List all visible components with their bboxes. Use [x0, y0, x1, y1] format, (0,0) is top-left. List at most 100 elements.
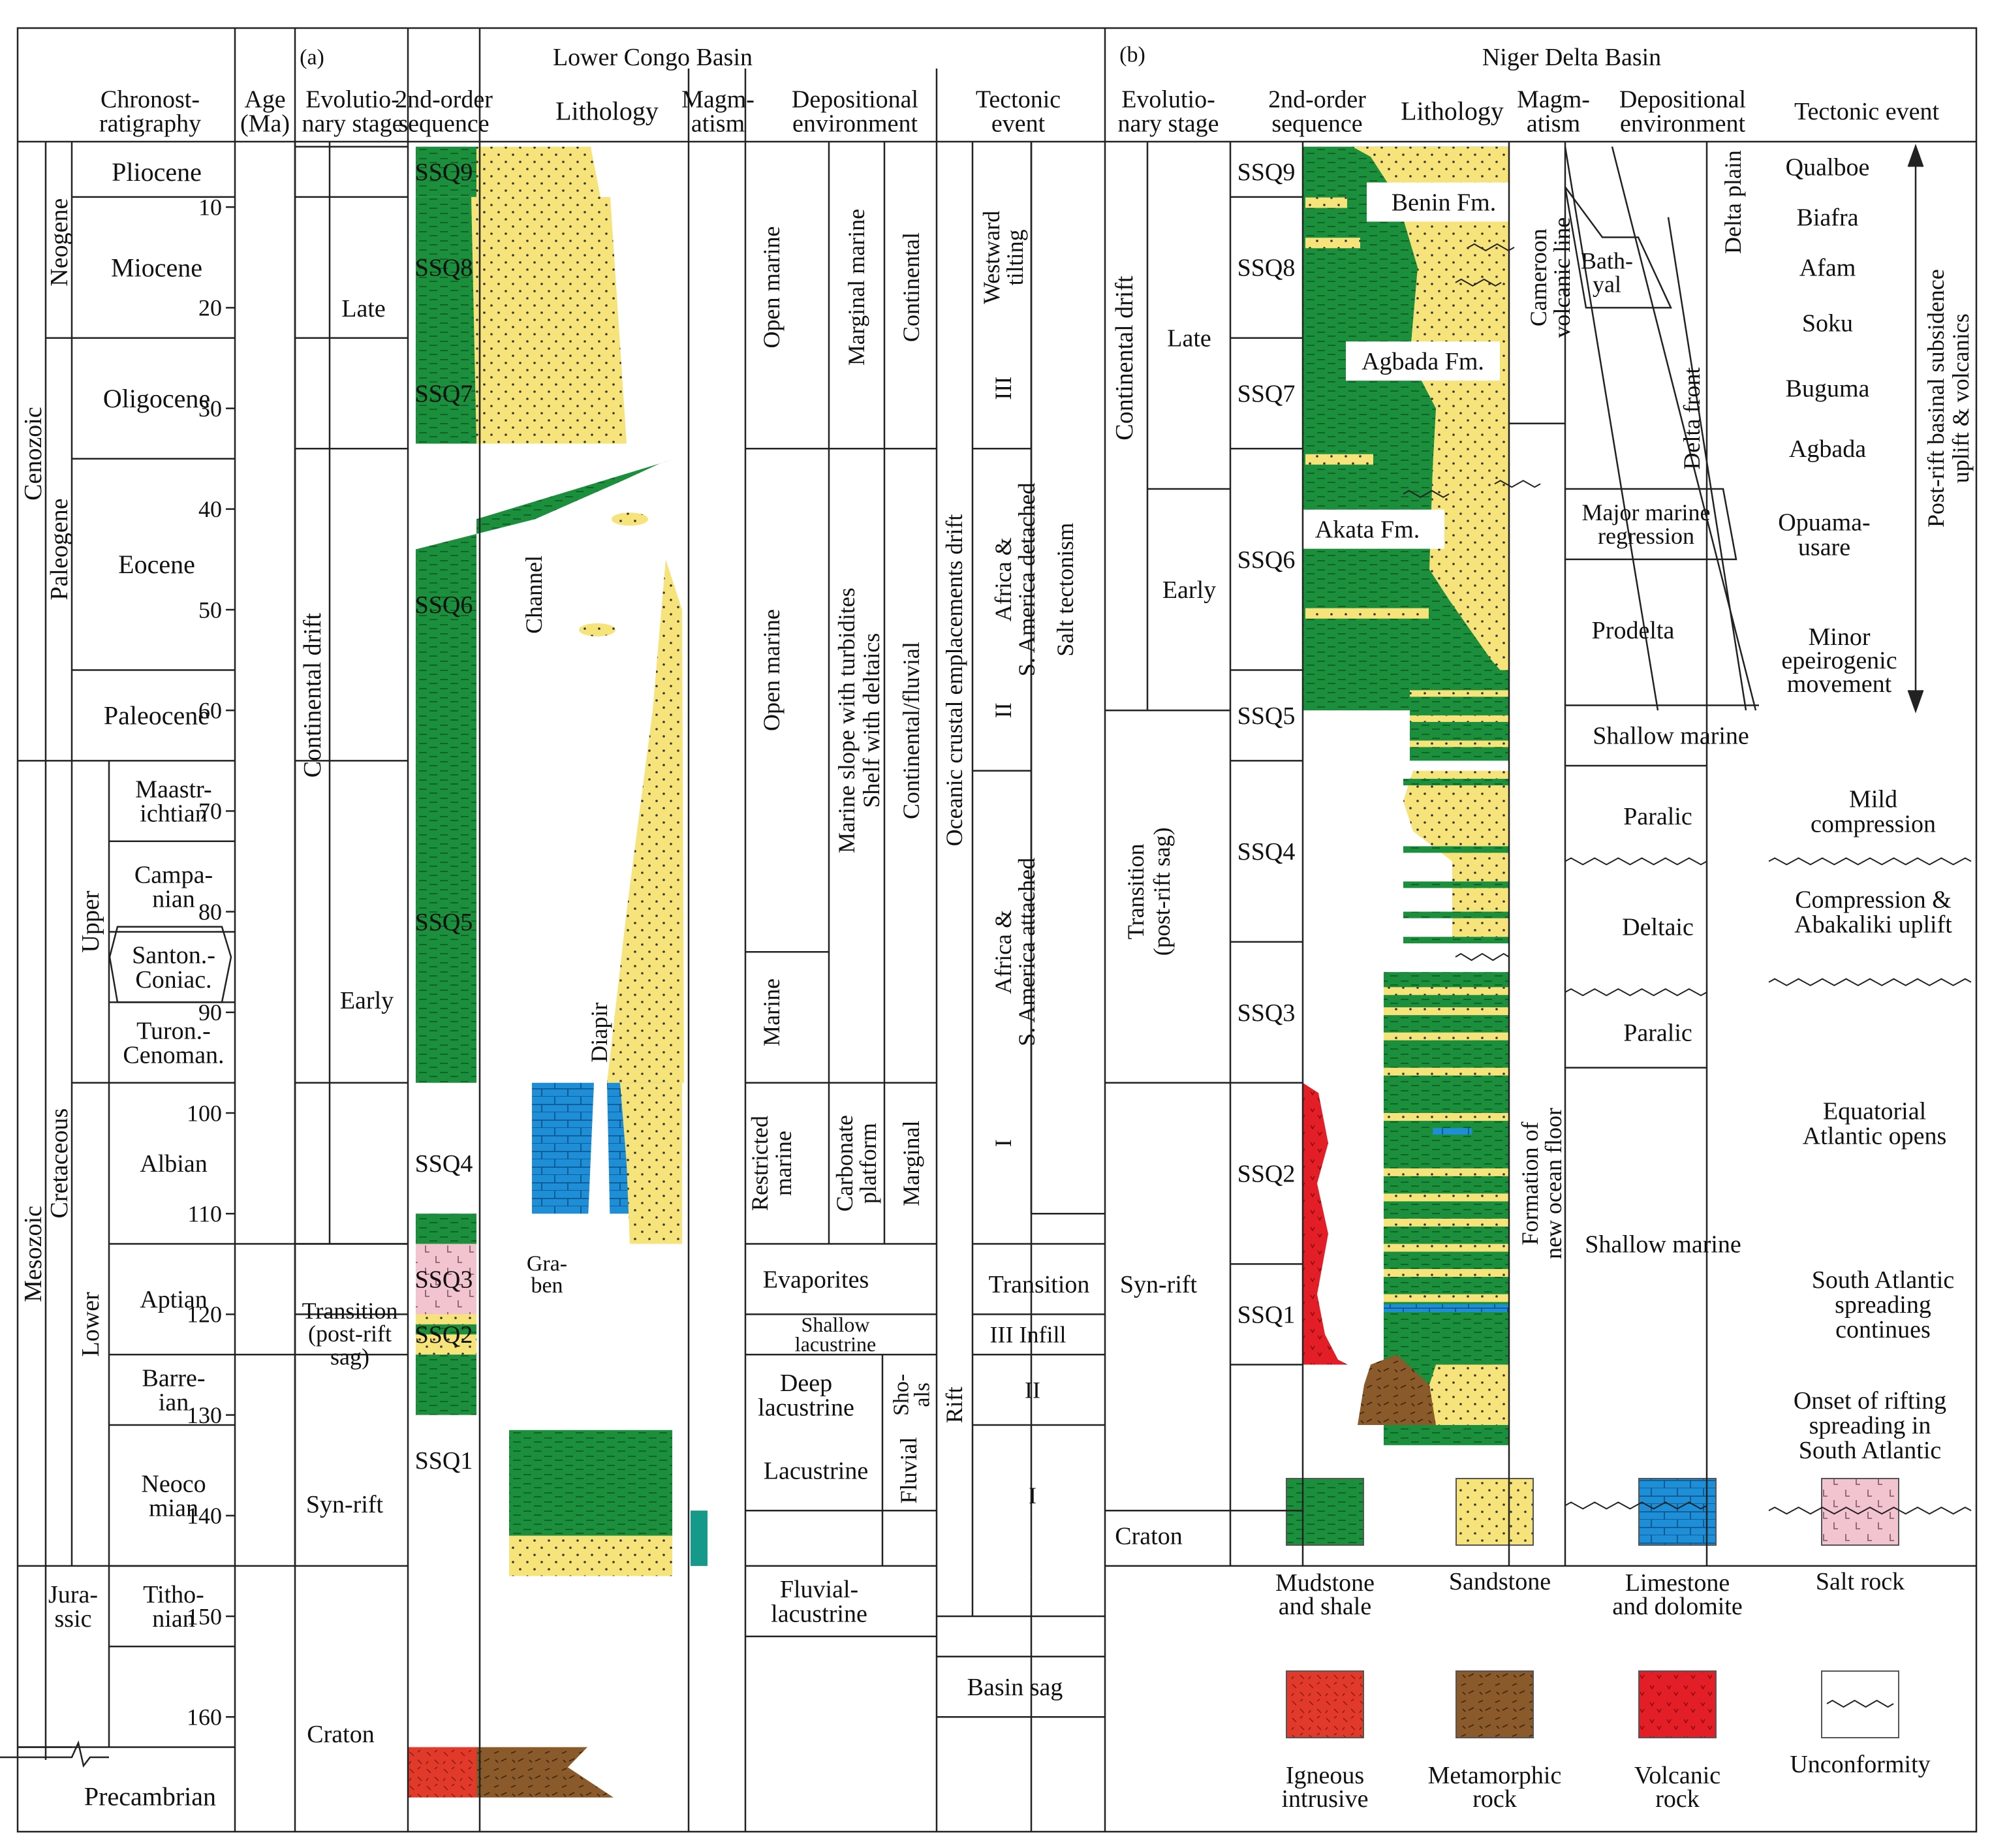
- stage-maastr: Maastr-ichtian: [135, 775, 211, 827]
- diapir-shape: [581, 719, 610, 1264]
- unconformity-b-sand: [1455, 278, 1502, 287]
- precambrian-label: Precambrian: [84, 1782, 216, 1811]
- stage-aptian: Aptian: [140, 1286, 207, 1313]
- epoch-paleocene: Paleocene: [104, 701, 210, 730]
- dep-marginal: Marginal: [898, 1120, 924, 1206]
- graben-label: Gra-ben: [527, 1252, 567, 1298]
- tec-arrow-down: [1907, 689, 1924, 713]
- lith-b-sand-layer: [1384, 987, 1509, 995]
- lith-b-mud-ssq4: [1403, 937, 1509, 944]
- stage-barre: Barre-ian: [142, 1364, 205, 1416]
- seq-b-ssq7: SSQ7: [1237, 380, 1296, 407]
- header-lith-b: Lithology: [1401, 97, 1504, 126]
- dep-open-marine-2: Open marine: [758, 609, 785, 731]
- unconformity-b-tec1: [1768, 857, 1972, 866]
- panel-a-letter: (a): [300, 46, 324, 70]
- lith-a-mud-ssq9: [416, 146, 476, 197]
- lith-a-sand-ssq1: [509, 1535, 672, 1576]
- lith-b-sand-ssq5: [1410, 715, 1509, 722]
- tec-event-soku: Soku: [1802, 309, 1853, 337]
- lith-a-metamorphic: [476, 1747, 614, 1798]
- dep-shoals: Sho-als: [890, 1374, 935, 1416]
- seq-b-ssq2: SSQ2: [1237, 1160, 1296, 1187]
- sand-lens: [501, 371, 537, 385]
- lith-a-mud-ssq1b: [509, 1430, 672, 1536]
- lith-b-sand-layer: [1384, 1294, 1509, 1302]
- unconformity-b-dep1: [1564, 857, 1707, 866]
- lith-b-sand-ssq5: [1410, 690, 1509, 697]
- dep-continental: Continental: [898, 232, 924, 342]
- epoch-pliocene: Pliocene: [112, 157, 202, 187]
- lith-b-sand-layer: [1384, 1113, 1509, 1121]
- tec-a-III: III: [990, 377, 1016, 400]
- lith-b-mud-ssq4: [1403, 779, 1509, 786]
- age-20: 20: [198, 295, 222, 321]
- precambrian-break: [37, 1740, 109, 1768]
- period-neogene: Neogene: [46, 198, 73, 287]
- lith-b-sand-layer: [1384, 1218, 1509, 1227]
- lith-b-metamorphic: [1358, 1355, 1436, 1426]
- tec-a-I: I: [990, 1139, 1016, 1147]
- evo-continental-drift: Continental drift: [299, 613, 326, 778]
- stage-titho: Titho-nian: [143, 1581, 204, 1633]
- lith-b-sand-ssq4: [1403, 770, 1509, 942]
- unconformity-b-sand: [1468, 243, 1515, 252]
- legend-label-salt: Salt rock: [1816, 1568, 1905, 1595]
- header-evo-a: Evolutio-nary stage: [302, 86, 403, 137]
- tec-arrow-up: [1907, 144, 1924, 168]
- sand-lens: [520, 260, 557, 274]
- seq-b-ssq3: SSQ3: [1237, 999, 1296, 1027]
- lith-a-igneous: [408, 1747, 476, 1798]
- tec-westward-tilting: Westwardtilting: [978, 211, 1028, 304]
- dep-prodelta: Prodelta: [1592, 617, 1675, 644]
- dep-marine: Marine: [758, 979, 785, 1046]
- tec-opuama-usare: Opuama-usare: [1778, 509, 1870, 561]
- dep-delta-plain: Delta plain: [1720, 150, 1746, 254]
- legend-swatch-volcanic: [1638, 1670, 1717, 1738]
- sand-lens: [579, 623, 615, 636]
- panel-a-title: Lower Congo Basin: [553, 44, 753, 71]
- era-cenozoic: Cenozoic: [20, 407, 47, 501]
- unconformity-b-sand: [1403, 490, 1450, 498]
- lith-b-sand-layer: [1384, 1269, 1509, 1277]
- tec-compression-abakaliki: Compression &Abakaliki uplift: [1794, 886, 1952, 939]
- evo-b-late: Late: [1167, 325, 1211, 352]
- evo-b-drift: Continental drift: [1111, 275, 1138, 441]
- age-80: 80: [198, 899, 222, 925]
- lith-a-mud-albian: [416, 1214, 476, 1244]
- seq-a-ssq1: SSQ1: [415, 1447, 473, 1475]
- dep-cont-fluvial: Continental/fluvial: [898, 642, 924, 819]
- header-age: Age(Ma): [240, 86, 290, 137]
- age-60: 60: [198, 697, 222, 723]
- age-100: 100: [187, 1100, 222, 1126]
- age-120: 120: [187, 1302, 222, 1328]
- evo-late: Late: [341, 295, 386, 322]
- lith-b-mud-ssq4: [1403, 881, 1509, 888]
- tec-a-II: II: [990, 702, 1016, 718]
- sand-lens: [501, 152, 537, 166]
- lith-a-salt: [416, 1244, 476, 1315]
- diapir-label: Diapir: [586, 1003, 612, 1063]
- tec-event-agbada: Agbada: [1789, 435, 1866, 463]
- seq-a-ssq4: SSQ4: [415, 1150, 473, 1178]
- dep-b-diag1: [1564, 146, 1659, 711]
- stage-campa: Campa-nian: [134, 861, 213, 913]
- legend-swatch-salt: [1821, 1478, 1899, 1546]
- mag-new-ocean-floor: Formation ofnew ocean floor: [1517, 1108, 1566, 1259]
- dep-fluvial-lacustrine: Fluvial-lacustrine: [771, 1576, 867, 1627]
- stage-turon: Turon.-Cenoman.: [123, 1017, 224, 1069]
- evo-synrift: Syn-rift: [306, 1491, 384, 1518]
- dep-marginal-marine: Marginal marine: [843, 209, 869, 366]
- subperiod-upper: Upper: [77, 890, 104, 952]
- header-evo-b: Evolutio-nary stage: [1117, 86, 1219, 137]
- epoch-miocene: Miocene: [111, 253, 202, 282]
